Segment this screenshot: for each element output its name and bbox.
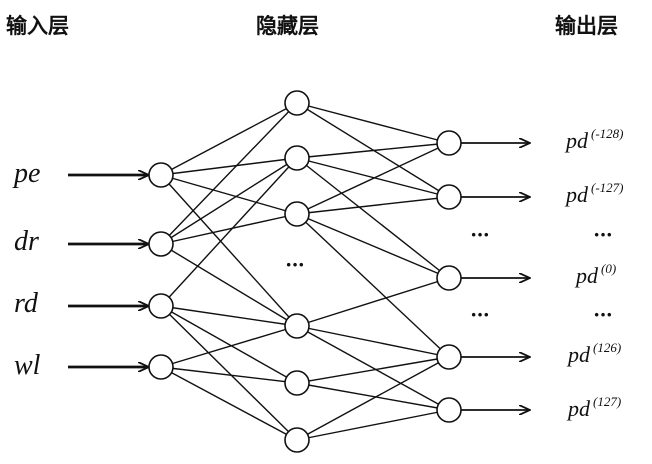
input-node: [148, 354, 174, 380]
edge: [296, 325, 450, 358]
edge: [296, 356, 450, 384]
edge: [296, 213, 450, 358]
edge: [160, 213, 298, 245]
edge: [160, 102, 298, 245]
edge: [160, 157, 298, 245]
edge: [296, 213, 450, 279]
edge: [160, 174, 298, 327]
output-node: [436, 265, 462, 291]
input-label-rd: rd: [14, 288, 38, 319]
hidden-node: [284, 90, 310, 116]
input-label-wl: wl: [14, 350, 41, 381]
edge: [160, 325, 298, 368]
edge: [296, 157, 450, 279]
hidden-layer-title: 隐藏层: [256, 14, 319, 38]
output-label: pd(0): [576, 261, 617, 288]
hidden-node: [284, 427, 310, 453]
edge: [160, 305, 298, 384]
label-ellipsis: ···: [593, 302, 613, 327]
label-ellipsis: ···: [593, 222, 613, 247]
edge: [160, 243, 298, 327]
output-node: [436, 397, 462, 423]
edge: [160, 366, 298, 441]
edge: [160, 366, 298, 384]
hidden-node: [284, 370, 310, 396]
edge: [160, 102, 298, 176]
edge: [296, 142, 450, 159]
output-ellipsis: ···: [470, 222, 490, 247]
input-node: [148, 162, 174, 188]
output-ellipsis: ···: [470, 302, 490, 327]
output-label: pd(126): [568, 340, 622, 367]
hidden-node: [284, 201, 310, 227]
hidden-node: [284, 313, 310, 339]
edge: [296, 356, 450, 441]
edge: [160, 174, 298, 215]
edge: [296, 409, 450, 441]
edge: [296, 196, 450, 215]
edge: [160, 157, 298, 307]
output-layer-title: 输出层: [555, 14, 618, 38]
input-label-dr: dr: [14, 226, 39, 257]
edge: [296, 382, 450, 411]
hidden-ellipsis: ···: [285, 252, 305, 277]
edge: [296, 102, 450, 144]
edge: [296, 157, 450, 198]
output-node: [436, 184, 462, 210]
edge: [296, 142, 450, 215]
edge: [160, 305, 298, 327]
edge: [296, 277, 450, 327]
input-node: [148, 231, 174, 257]
output-label: pd(-127): [566, 180, 624, 207]
input-label-pe: pe: [14, 158, 41, 189]
output-node: [436, 130, 462, 156]
output-label: pd(-128): [566, 126, 624, 153]
edge: [296, 325, 450, 411]
output-label: pd(127): [568, 394, 622, 421]
hidden-node: [284, 145, 310, 171]
edge: [160, 305, 298, 441]
edge: [160, 157, 298, 176]
output-node: [436, 344, 462, 370]
input-layer-title: 输入层: [6, 14, 69, 38]
input-node: [148, 293, 174, 319]
